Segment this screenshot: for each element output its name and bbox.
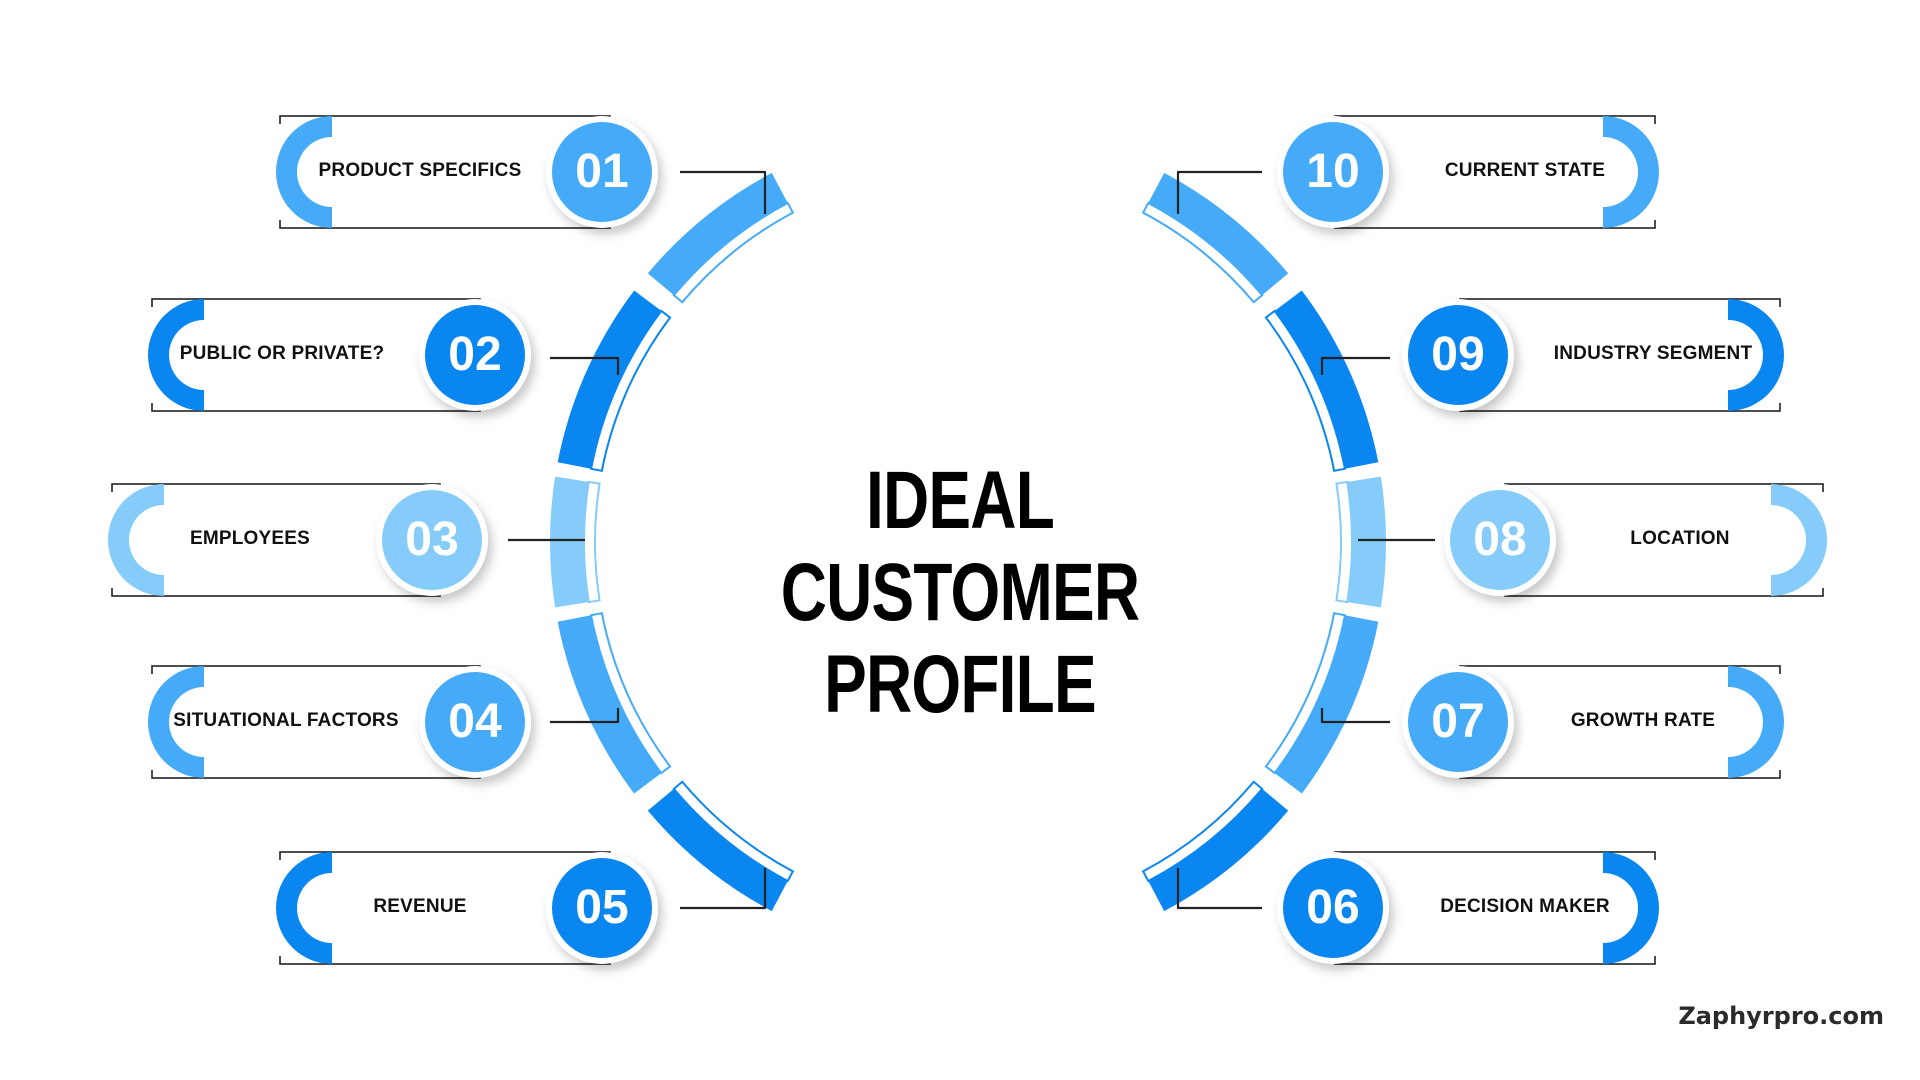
item-number-01: 01: [575, 145, 629, 198]
item-number-08: 08: [1473, 513, 1527, 566]
connector-line: [1320, 356, 1390, 375]
connector-line: [1320, 708, 1390, 724]
connector-line: [1176, 170, 1262, 214]
number-badge: [1450, 490, 1550, 590]
number-badge: [1408, 672, 1508, 772]
item-label-04: SITUATIONAL FACTORS: [173, 710, 399, 731]
item-number-03: 03: [405, 513, 459, 566]
ring-segment-03: [550, 476, 601, 608]
card-cap: [108, 484, 164, 596]
item-label-09: INDUSTRY SEGMENT: [1553, 343, 1753, 364]
item-number-02: 02: [448, 328, 502, 381]
item-label-08: LOCATION: [1630, 528, 1730, 549]
connector-line: [550, 356, 620, 375]
connector-line: [550, 708, 620, 724]
title-line-1: IDEAL: [866, 455, 1055, 546]
item-label-05: REVENUE: [373, 896, 467, 917]
number-badge: [425, 672, 525, 772]
card-cap: [148, 666, 204, 778]
ring-segment-08: [1335, 476, 1386, 608]
card-cap: [1728, 666, 1784, 778]
number-badge: [382, 490, 482, 590]
watermark: Zaphyrpro.com: [1678, 1002, 1884, 1030]
ring-segment-02: [557, 290, 672, 473]
item-card-01: [276, 115, 767, 229]
item-card-07: [1320, 665, 1784, 779]
ring-segment-07: [1264, 611, 1379, 794]
connector-line: [1176, 868, 1262, 910]
item-card-04: [148, 665, 620, 779]
item-card-05: [276, 851, 767, 965]
ring-segment-01: [647, 172, 795, 304]
connector-line: [680, 868, 767, 910]
item-label-01: PRODUCT SPECIFICS: [318, 160, 522, 181]
item-card-06: [1176, 851, 1659, 965]
card-cap: [276, 852, 332, 964]
item-number-06: 06: [1306, 881, 1360, 934]
item-card-09: [1320, 298, 1784, 412]
connector-line: [680, 170, 767, 214]
card-cap: [1603, 116, 1659, 228]
item-card-03: [108, 483, 585, 597]
item-label-10: CURRENT STATE: [1444, 160, 1606, 181]
item-label-03: EMPLOYEES: [189, 528, 311, 549]
number-badge: [1408, 305, 1508, 405]
card-cap: [1728, 299, 1784, 411]
ring-segment-04: [557, 611, 672, 794]
title-line-2: CUSTOMER PROFILE: [780, 547, 1140, 730]
number-badge: [552, 122, 652, 222]
number-badge: [1283, 858, 1383, 958]
card-cap: [1771, 484, 1827, 596]
ring-segment-09: [1264, 290, 1379, 473]
item-number-07: 07: [1431, 695, 1485, 748]
number-badge: [552, 858, 652, 958]
item-card-08: [1358, 483, 1827, 597]
ring-segment-10: [1141, 172, 1289, 304]
item-card-10: [1176, 115, 1659, 229]
item-number-10: 10: [1306, 145, 1360, 198]
item-number-05: 05: [575, 881, 629, 934]
item-label-07: GROWTH RATE: [1570, 710, 1716, 731]
item-label-06: DECISION MAKER: [1440, 896, 1610, 917]
diagram-title: IDEAL CUSTOMER PROFILE: [726, 455, 1194, 731]
number-badge: [425, 305, 525, 405]
item-label-02: PUBLIC OR PRIVATE?: [179, 343, 385, 364]
number-badge: [1283, 122, 1383, 222]
ring-segment-06: [1141, 780, 1289, 912]
card-cap: [1603, 852, 1659, 964]
item-card-02: [148, 298, 620, 412]
item-number-09: 09: [1431, 328, 1485, 381]
ring-segment-05: [647, 780, 795, 912]
item-number-04: 04: [448, 695, 502, 748]
card-cap: [148, 299, 204, 411]
card-cap: [276, 116, 332, 228]
